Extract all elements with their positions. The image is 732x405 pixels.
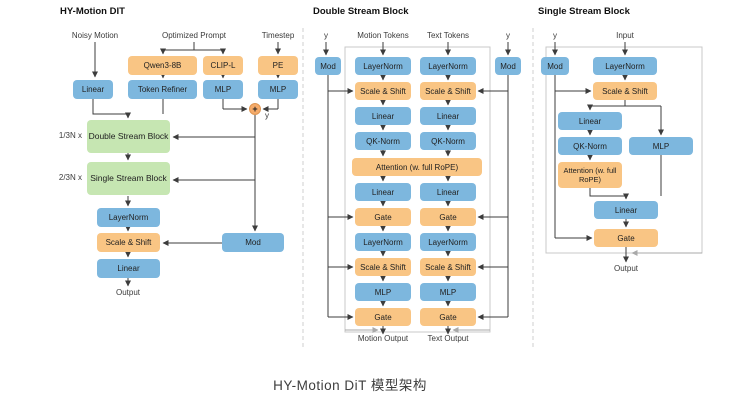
motion-layernorm-1-node: LayerNorm [355, 57, 411, 75]
sum-plus-icon: + [249, 103, 261, 115]
motion-mlp-node: MLP [355, 283, 411, 301]
single-stream-panel-title: Single Stream Block [538, 6, 630, 17]
text-tokens-label: Text Tokens [426, 31, 470, 40]
motion-output-label: Motion Output [357, 334, 409, 343]
double-stream-block-node: Double Stream Block [87, 120, 170, 153]
motion-layernorm-2-node: LayerNorm [355, 233, 411, 251]
noisy-motion-label: Noisy Motion [71, 31, 119, 40]
clip-mlp-node: MLP [203, 80, 243, 99]
text-layernorm-2-node: LayerNorm [420, 233, 476, 251]
output-label: Output [115, 288, 140, 297]
single-y-label: y [553, 31, 557, 40]
single-output-label: Output [613, 264, 638, 273]
single-stream-block-node: Single Stream Block [87, 162, 170, 195]
final-scale-shift-node: Scale & Shift [97, 233, 160, 252]
text-mlp-node: MLP [420, 283, 476, 301]
mod-right-node: Mod [495, 57, 521, 75]
pe-node: PE [258, 56, 298, 75]
timestep-label: Timestep [261, 31, 295, 40]
double-stream-repeat-label: 1/3N x [58, 131, 82, 140]
text-qk-norm-node: QK-Norm [420, 132, 476, 150]
text-linear-1-node: Linear [420, 107, 476, 125]
clip-encoder-node: CLIP-L [203, 56, 243, 75]
single-qk-norm-node: QK-Norm [558, 137, 622, 155]
single-mlp-node: MLP [629, 137, 693, 155]
motion-linear-2-node: Linear [355, 183, 411, 201]
single-stream-repeat-label: 2/3N x [58, 173, 82, 182]
figure-caption: HY-Motion DiT 模型架构 [273, 378, 427, 393]
single-linear-a-node: Linear [558, 112, 622, 130]
single-scale-shift-node: Scale & Shift [593, 82, 657, 100]
single-layernorm-node: LayerNorm [593, 57, 657, 75]
left-panel-title: HY-Motion DIT [60, 6, 125, 17]
single-linear-b-node: Linear [594, 201, 658, 219]
motion-linear-1-node: Linear [355, 107, 411, 125]
mod-left-node: Mod [315, 57, 341, 75]
text-output-label: Text Output [427, 334, 469, 343]
double-attention-node: Attention (w. full RoPE) [352, 158, 482, 176]
token-refiner-node: Token Refiner [128, 80, 197, 99]
text-scale-shift-2-node: Scale & Shift [420, 258, 476, 276]
text-scale-shift-1-node: Scale & Shift [420, 82, 476, 100]
motion-gate-1-node: Gate [355, 208, 411, 226]
single-gate-node: Gate [594, 229, 658, 247]
final-linear-node: Linear [97, 259, 160, 278]
motion-scale-shift-1-node: Scale & Shift [355, 82, 411, 100]
mod-node: Mod [222, 233, 284, 252]
optimized-prompt-label: Optimized Prompt [161, 31, 227, 40]
y-left-label: y [324, 31, 328, 40]
text-linear-2-node: Linear [420, 183, 476, 201]
single-input-label: Input [616, 31, 634, 40]
final-layernorm-node: LayerNorm [97, 208, 160, 227]
motion-scale-shift-2-node: Scale & Shift [355, 258, 411, 276]
input-linear-node: Linear [73, 80, 113, 99]
text-gate-2-node: Gate [420, 308, 476, 326]
motion-qk-norm-node: QK-Norm [355, 132, 411, 150]
single-attention-node: Attention (w. full RoPE) [558, 162, 622, 188]
text-gate-1-node: Gate [420, 208, 476, 226]
y-condition-label: y [265, 111, 269, 120]
motion-gate-2-node: Gate [355, 308, 411, 326]
motion-tokens-label: Motion Tokens [357, 31, 409, 40]
single-mod-node: Mod [541, 57, 569, 75]
pe-mlp-node: MLP [258, 80, 298, 99]
double-stream-panel-title: Double Stream Block [313, 6, 409, 17]
qwen-encoder-node: Qwen3-8B [128, 56, 197, 75]
text-layernorm-1-node: LayerNorm [420, 57, 476, 75]
y-right-label: y [506, 31, 510, 40]
